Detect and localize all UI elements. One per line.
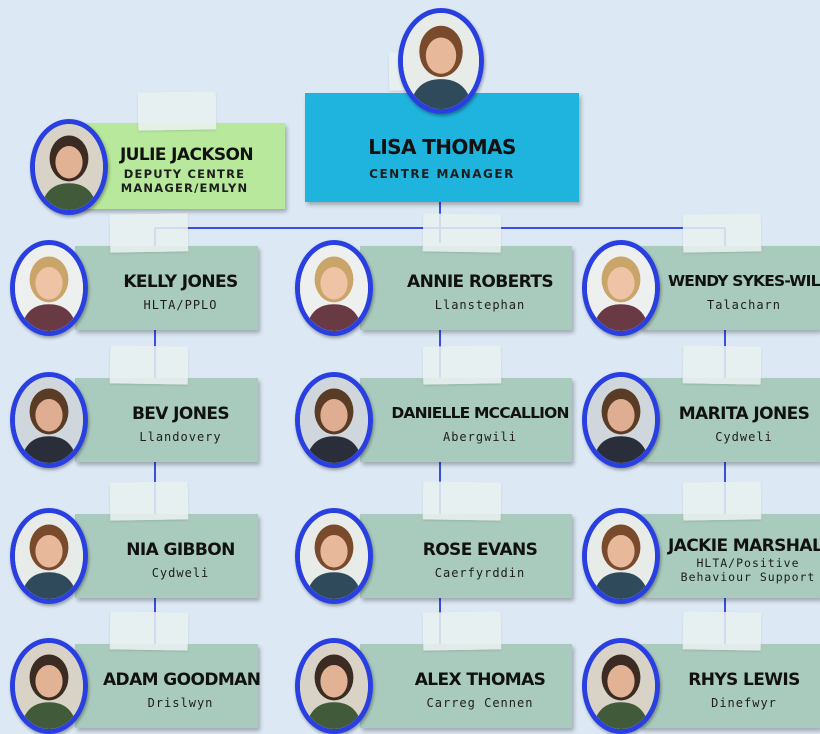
- staff-card: ROSE EVANS Caerfyrddin: [360, 514, 572, 598]
- manager-card: LISA THOMAS CENTRE MANAGER: [305, 93, 579, 202]
- person-photo-icon: [15, 245, 83, 331]
- staff-location: Llanstephan: [434, 298, 526, 312]
- staff-name: NIA GIBBON: [126, 540, 235, 560]
- staff-name: KELLY JONES: [123, 272, 238, 292]
- staff-photo: [295, 240, 373, 336]
- staff-card: ALEX THOMAS Carreg Cennen: [360, 644, 572, 728]
- person-photo-icon: [403, 13, 479, 109]
- staff-photo: [582, 508, 660, 604]
- staff-photo: [295, 508, 373, 604]
- staff-photo: [295, 638, 373, 734]
- staff-card: BEV JONES Llandovery: [75, 378, 258, 462]
- staff-photo: [582, 372, 660, 468]
- staff-photo: [10, 638, 88, 734]
- deputy-role: DEPUTY CENTRE MANAGER/EMLYN: [120, 167, 249, 195]
- tape: [682, 611, 762, 651]
- person-photo-icon: [587, 377, 655, 463]
- deputy-photo: [30, 119, 108, 215]
- person-photo-icon: [15, 643, 83, 729]
- staff-name: ADAM GOODMAN: [103, 670, 261, 690]
- staff-card: ADAM GOODMAN Drislwyn: [75, 644, 261, 728]
- staff-name: WENDY SYKES-WILKS: [668, 272, 820, 290]
- tape: [682, 345, 762, 385]
- staff-photo: [295, 372, 373, 468]
- staff-card: KELLY JONES HLTA/PPLO: [75, 246, 258, 330]
- tape: [422, 345, 502, 385]
- tape: [109, 345, 189, 385]
- person-photo-icon: [35, 124, 103, 210]
- tape: [422, 213, 502, 253]
- staff-name: JACKIE MARSHALL: [668, 536, 820, 556]
- tape: [682, 213, 762, 253]
- staff-name: BEV JONES: [131, 404, 230, 424]
- staff-location: Llandovery: [139, 430, 222, 444]
- staff-name: ROSE EVANS: [422, 540, 538, 560]
- person-photo-icon: [15, 377, 83, 463]
- staff-photo: [10, 372, 88, 468]
- tape: [109, 481, 189, 521]
- person-photo-icon: [587, 643, 655, 729]
- person-photo-icon: [300, 377, 368, 463]
- tape: [109, 611, 189, 651]
- tape: [422, 481, 502, 521]
- staff-card: RHYS LEWIS Dinefwyr: [640, 644, 820, 728]
- staff-card: MARITA JONES Cydweli: [640, 378, 820, 462]
- person-photo-icon: [587, 513, 655, 599]
- person-photo-icon: [300, 245, 368, 331]
- person-photo-icon: [300, 513, 368, 599]
- staff-location: Cydweli: [715, 430, 773, 444]
- staff-name: ANNIE ROBERTS: [407, 272, 554, 292]
- staff-card: WENDY SYKES-WILKS Talacharn: [640, 246, 820, 330]
- staff-name: MARITA JONES: [678, 404, 810, 424]
- staff-location: Talacharn: [706, 298, 782, 312]
- tape: [137, 91, 217, 131]
- tape: [682, 481, 762, 521]
- deputy-name: JULIE JACKSON: [119, 145, 254, 165]
- staff-name: RHYS LEWIS: [688, 670, 800, 690]
- person-photo-icon: [587, 245, 655, 331]
- manager-photo: [398, 8, 484, 114]
- staff-location: Dinefwyr: [711, 696, 777, 710]
- staff-location: Caerfyrddin: [434, 566, 526, 580]
- staff-photo: [10, 508, 88, 604]
- tape: [422, 611, 502, 651]
- staff-card: NIA GIBBON Cydweli: [75, 514, 258, 598]
- staff-card: ANNIE ROBERTS Llanstephan: [360, 246, 572, 330]
- staff-photo: [582, 240, 660, 336]
- staff-photo: [10, 240, 88, 336]
- manager-role: CENTRE MANAGER: [369, 167, 515, 181]
- staff-location: Cydweli: [151, 566, 210, 580]
- person-photo-icon: [300, 643, 368, 729]
- staff-card: DANIELLE MCCALLION Abergwili: [360, 378, 572, 462]
- staff-location: HLTA/PPLO: [143, 298, 218, 312]
- staff-photo: [582, 638, 660, 734]
- staff-name: DANIELLE MCCALLION: [391, 404, 569, 422]
- staff-name: ALEX THOMAS: [414, 670, 546, 690]
- staff-location: Abergwili: [442, 430, 518, 444]
- staff-location: Drislwyn: [147, 696, 214, 710]
- staff-location: Carreg Cennen: [426, 696, 534, 710]
- manager-name: LISA THOMAS: [368, 135, 516, 159]
- person-photo-icon: [15, 513, 83, 599]
- staff-location: HLTA/Positive Behaviour Support: [680, 556, 816, 584]
- tape: [109, 213, 189, 253]
